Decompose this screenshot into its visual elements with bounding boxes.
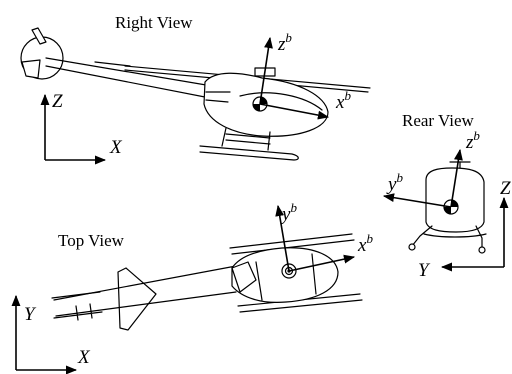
rear-skid-left-foot: [408, 243, 416, 251]
zb-label: zb: [277, 30, 292, 55]
rear-Z-world-label: Z: [500, 178, 511, 199]
fuselage-detail: [205, 91, 231, 103]
rear-Y-world-label: Y: [418, 260, 431, 281]
horizontal-stabilizer: [117, 267, 157, 331]
top-xb-label: xb: [357, 231, 373, 256]
rear-yb-label: yb: [386, 170, 403, 195]
tail-rotor-blade-top: [31, 27, 47, 45]
top-Y-world-label: Y: [24, 304, 37, 325]
tail-rotor-top: [51, 291, 103, 321]
rear-skid-cross: [423, 233, 487, 238]
rear-view: Rear View zb yb Z Y: [382, 111, 511, 281]
rear-skids: [411, 225, 483, 249]
top-yb-axis-arrow: [275, 204, 290, 272]
xb-axis-arrow: [259, 103, 330, 120]
top-nose-detail: [231, 261, 257, 293]
top-view: Top View yb xb Y X: [11, 200, 373, 374]
top-yb-label: yb: [280, 200, 297, 225]
zb-axis-arrow: [259, 36, 273, 105]
rear-zb-axis-arrow: [450, 148, 463, 208]
tail-boom-top: [45, 57, 213, 87]
rear-fuselage: [425, 167, 485, 233]
top-xb-axis-arrow: [288, 254, 356, 272]
rear-view-title: Rear View: [402, 111, 475, 130]
tail-boom-bottom: [45, 65, 211, 99]
top-X-world-label: X: [77, 347, 91, 368]
skid-cross: [225, 133, 271, 145]
skid-struts: [221, 127, 271, 151]
top-rotor-blade-upper: [229, 233, 355, 255]
canopy-line: [239, 92, 323, 111]
top-fuselage-lines: [255, 253, 317, 301]
rear-skid-right-foot: [478, 246, 486, 254]
tail-boom-detail: [94, 61, 131, 67]
Z-world-label: Z: [52, 91, 63, 112]
rear-zb-label: zb: [465, 128, 480, 153]
right-view: Right View zb xb Z X: [20, 13, 371, 165]
right-view-title: Right View: [115, 13, 193, 32]
tail-fin: [21, 59, 41, 79]
xb-label: xb: [335, 88, 351, 113]
landing-skid: [199, 145, 299, 161]
top-view-title: Top View: [58, 231, 125, 250]
X-world-label: X: [109, 137, 123, 158]
rear-yb-axis-arrow: [382, 193, 452, 208]
